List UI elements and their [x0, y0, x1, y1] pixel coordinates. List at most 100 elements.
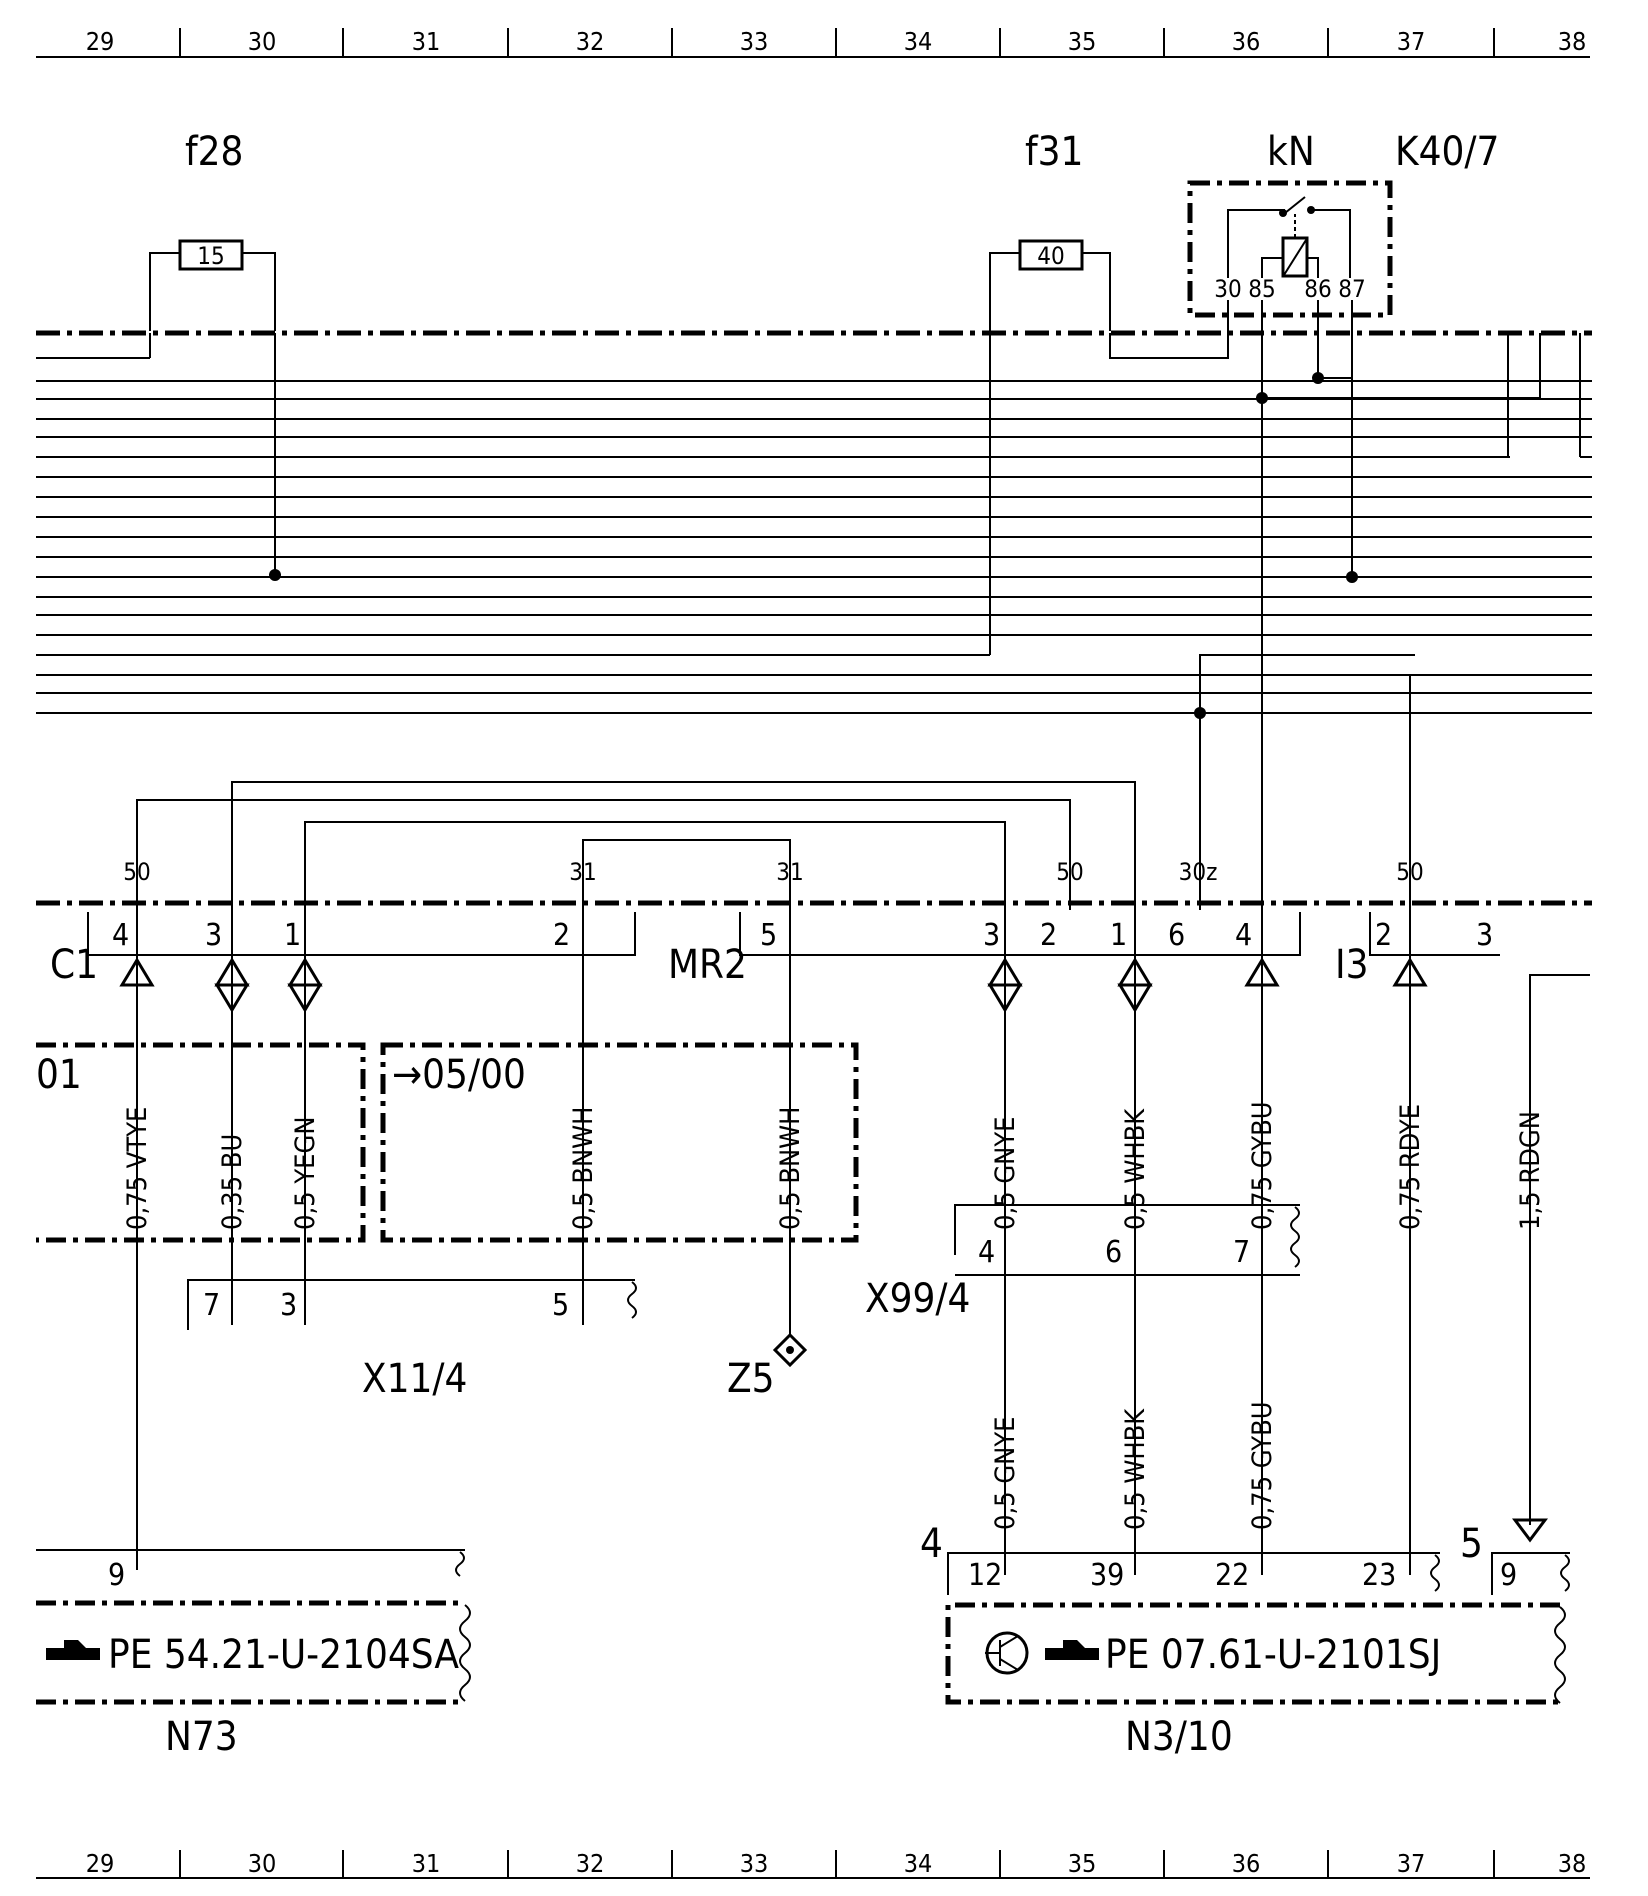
grid-col-37: 37 — [1397, 27, 1426, 56]
z5-label: Z5 — [727, 1356, 775, 1402]
wire-whbk-lower: 0,5 WHBK — [1120, 1408, 1151, 1530]
fuse-f31-value: 40 — [1037, 242, 1064, 270]
transistor-icon — [985, 1631, 1029, 1675]
grid-top: 29 30 31 32 33 34 35 36 37 38 — [36, 27, 1590, 58]
wire-labels-lower: 0,5 GNYE 0,5 WHBK 0,75 GYBU — [990, 1401, 1278, 1530]
grid-col-29: 29 — [86, 1849, 115, 1878]
relay-pin-86: 86 — [1304, 275, 1331, 303]
wire-vtye: 0,75 VTYE — [122, 1107, 153, 1230]
box-0500-label: →05/00 — [392, 1052, 526, 1098]
mr2-label: MR2 — [668, 942, 747, 988]
crossover-loops — [136, 781, 1136, 910]
inline-connector-symbols — [119, 957, 1428, 1013]
n3-pin-23: 23 — [1362, 1558, 1396, 1593]
wire-gybu: 0,75 GYBU — [1247, 1101, 1278, 1230]
wire-bnwh-b: 0,5 BNWH — [775, 1107, 806, 1230]
i3-label: I3 — [1335, 942, 1369, 988]
mr2-pin-5: 5 — [760, 918, 777, 953]
term-50-a: 50 — [123, 858, 150, 886]
n3-pin-22: 22 — [1215, 1558, 1249, 1593]
wire-gnye: 0,5 GNYE — [990, 1117, 1021, 1231]
wire-bnwh-a: 0,5 BNWH — [568, 1107, 599, 1230]
n73-pin-9: 9 — [108, 1558, 125, 1593]
mr2-pin-1: 1 — [1110, 918, 1127, 953]
term-50-b: 50 — [1056, 858, 1083, 886]
c1-pin-1: 1 — [284, 918, 301, 953]
fuse-f28: f28 15 — [149, 129, 276, 331]
variant-box-0500: →05/00 — [380, 1042, 859, 1243]
grid-col-38: 38 — [1558, 1849, 1587, 1878]
wire-rdye: 0,75 RDYE — [1395, 1104, 1426, 1230]
wire-bu: 0,35 BU — [217, 1134, 248, 1230]
grid-col-34: 34 — [904, 27, 933, 56]
c1-pin-3: 3 — [205, 918, 222, 953]
grid-col-33: 33 — [740, 1849, 769, 1878]
grid-col-38: 38 — [1558, 27, 1587, 56]
n3-pin-9: 9 — [1500, 1558, 1517, 1593]
x99-pin-4: 4 — [978, 1235, 995, 1270]
n3-conn-5: 5 — [1460, 1521, 1483, 1567]
c1-label: C1 — [50, 942, 98, 988]
fuse-f31: f31 40 — [989, 129, 1111, 331]
relay-ref: K40/7 — [1395, 129, 1499, 175]
x99-pin-7: 7 — [1233, 1235, 1250, 1270]
connector-x99-4: 4 6 7 X99/4 — [865, 1204, 1300, 1322]
connector-x11-4: 7 3 5 X11/4 — [187, 1279, 637, 1402]
vertical-wires — [136, 910, 1590, 1575]
mr2-pin-2: 2 — [1040, 918, 1057, 953]
grid-col-35: 35 — [1068, 1849, 1097, 1878]
module-n3-10: 4 5 12 39 22 23 9 PE 07.61-U-2101SJ N3/1… — [920, 1518, 1570, 1760]
x11-label: X11/4 — [362, 1356, 467, 1402]
i3-pin-2: 2 — [1375, 918, 1392, 953]
wire-labels-upper: 0,75 VTYE 0,35 BU 0,5 YEGN 0,5 BNWH 0,5 … — [122, 1101, 1546, 1230]
box-01-label: 01 — [36, 1052, 82, 1098]
term-50-c: 50 — [1396, 858, 1423, 886]
wire-rdgn: 1,5 RDGN — [1515, 1111, 1546, 1230]
ground-z5: Z5 — [727, 1332, 808, 1402]
grid-col-35: 35 — [1068, 27, 1097, 56]
grid-col-29: 29 — [86, 27, 115, 56]
mr2-pin-4: 4 — [1235, 918, 1252, 953]
n73-ref: PE 54.21-U-2104SA — [108, 1632, 459, 1678]
x99-label: X99/4 — [865, 1276, 970, 1322]
grid-col-33: 33 — [740, 27, 769, 56]
wire-yegn: 0,5 YEGN — [290, 1117, 321, 1231]
n73-label: N73 — [165, 1714, 238, 1760]
grid-col-37: 37 — [1397, 1849, 1426, 1878]
wire-gnye-lower: 0,5 GNYE — [990, 1417, 1021, 1531]
grid-col-30: 30 — [248, 27, 277, 56]
pointing-hand-icon — [1045, 1640, 1099, 1660]
grid-col-32: 32 — [576, 1849, 605, 1878]
term-31-a: 31 — [569, 858, 596, 886]
term-31-b: 31 — [776, 858, 803, 886]
connector-strips: C1 MR2 I3 4 3 1 2 5 3 2 1 6 4 2 3 — [50, 912, 1500, 988]
fuse-f31-label: f31 — [1025, 129, 1083, 175]
x11-pin-3: 3 — [280, 1288, 297, 1323]
grid-col-32: 32 — [576, 27, 605, 56]
grid-bottom: 29 30 31 32 33 34 35 36 37 38 — [36, 1849, 1590, 1879]
feed-lines — [36, 333, 1592, 910]
relay-label: kN — [1267, 129, 1315, 175]
n3-conn-4: 4 — [920, 1521, 943, 1567]
wire-gybu-lower: 0,75 GYBU — [1247, 1401, 1278, 1530]
grid-col-36: 36 — [1232, 27, 1261, 56]
wire-whbk: 0,5 WHBK — [1120, 1108, 1151, 1230]
module-n73: 9 PE 54.21-U-2104SA N73 — [36, 1549, 471, 1760]
grid-col-30: 30 — [248, 1849, 277, 1878]
variant-box-01: 01 — [36, 1042, 366, 1243]
n3-pin-39: 39 — [1090, 1558, 1124, 1593]
grid-col-34: 34 — [904, 1849, 933, 1878]
n3-pin-12: 12 — [968, 1558, 1002, 1593]
n3-ref: PE 07.61-U-2101SJ — [1105, 1632, 1441, 1678]
mr2-pin-3: 3 — [983, 918, 1000, 953]
i3-pin-3: 3 — [1476, 918, 1493, 953]
grid-col-31: 31 — [412, 27, 441, 56]
mr2-pin-6: 6 — [1168, 918, 1185, 953]
n3-label: N3/10 — [1125, 1714, 1233, 1760]
term-30z: 30z — [1179, 858, 1218, 886]
x99-pin-6: 6 — [1105, 1235, 1122, 1270]
c1-pin-4: 4 — [112, 918, 129, 953]
fuse-f28-value: 15 — [197, 242, 224, 270]
relay-pin-30: 30 — [1214, 275, 1241, 303]
